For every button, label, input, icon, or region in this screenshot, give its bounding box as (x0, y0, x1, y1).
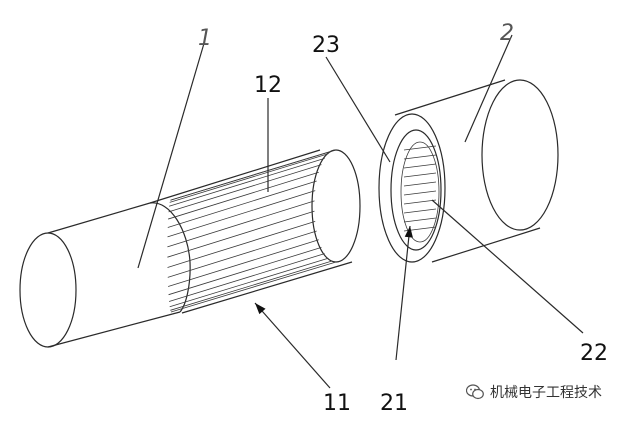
label-12: 12 (254, 73, 282, 98)
sleeve-tooth (403, 172, 437, 178)
sleeve-internal-splines (403, 145, 437, 232)
label-22-leader (431, 199, 584, 334)
spline-tooth (167, 180, 317, 228)
label-23-leader (325, 56, 391, 163)
watermark-text: 机械电子工程技术 (490, 385, 602, 401)
spline-tooth (170, 261, 337, 313)
label-2: 2 (500, 21, 514, 46)
spline-tooth (167, 230, 317, 278)
shaft-body (19, 202, 191, 348)
label-21-leader (395, 225, 411, 361)
spline-tooth (170, 260, 333, 311)
label-11-arrowhead (255, 303, 266, 315)
spline-tooth (167, 190, 316, 238)
spline-tooth (168, 247, 322, 296)
spline-tooth (168, 253, 325, 302)
spline-tooth (167, 220, 316, 268)
spline-tooth (169, 257, 329, 308)
sleeve-tooth (403, 145, 437, 151)
leader-lines (137, 34, 584, 389)
sleeve-tooth (403, 208, 437, 214)
spline-tooth (170, 150, 333, 201)
spline-tooth (167, 200, 315, 248)
spline-tooth (168, 239, 319, 287)
sleeve-body (378, 79, 559, 263)
sleeve-tooth (403, 154, 437, 160)
spline-tooth (168, 171, 319, 220)
wechat-icon (466, 384, 484, 400)
spline-section (149, 149, 361, 314)
label-11-leader (254, 302, 331, 389)
label-21-arrowhead (404, 226, 413, 238)
label-23: 23 (312, 33, 340, 58)
sleeve-tooth (403, 199, 437, 205)
watermark: 机械电子工程技术 (466, 381, 602, 403)
sleeve-tooth (403, 163, 437, 169)
spline-tooth (167, 210, 315, 258)
label-22: 22 (580, 341, 608, 366)
spline-tooth (169, 153, 329, 203)
label-1-leader (137, 39, 206, 269)
sleeve-tooth (403, 181, 437, 187)
label-1: 1 (198, 26, 212, 51)
sleeve-tooth (403, 217, 437, 223)
label-11: 11 (323, 391, 351, 416)
label-21: 21 (380, 391, 408, 416)
label-2-leader (464, 34, 513, 143)
spline-tooth (168, 158, 325, 207)
sleeve-tooth (403, 190, 437, 196)
spline-tooth (168, 164, 322, 213)
